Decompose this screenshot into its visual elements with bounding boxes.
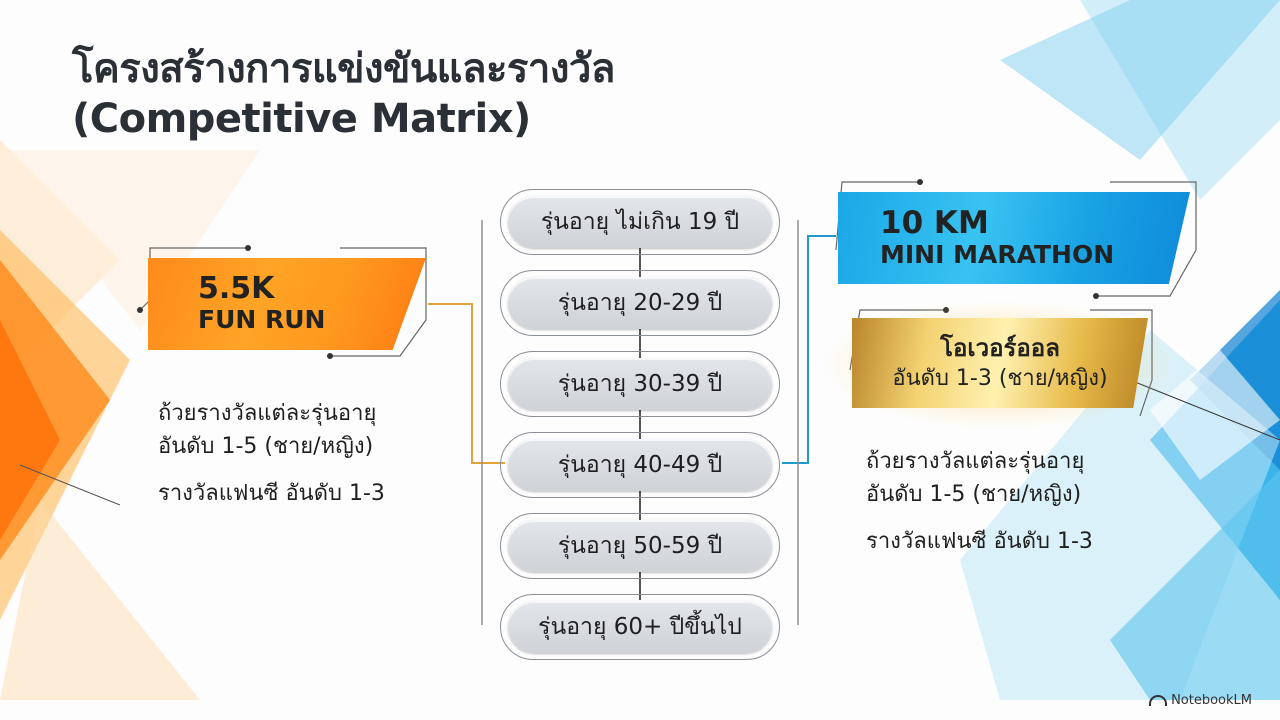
fun-run-prizes: ถ้วยรางวัลแต่ละรุ่นอายุ อันดับ 1-5 (ชาย/… — [158, 397, 385, 510]
title-thai: โครงสร้างการแข่งขันและรางวัล — [72, 46, 615, 92]
notebooklm-icon — [1149, 695, 1168, 706]
page-title: โครงสร้างการแข่งขันและรางวัล (Competitiv… — [72, 44, 615, 144]
pill-frame — [500, 432, 780, 498]
fun-run-label: FUN RUN — [198, 305, 326, 334]
notebooklm-watermark: NotebookLM — [1149, 693, 1252, 708]
prize-line: รางวัลแฟนซี อันดับ 1-3 — [158, 481, 385, 506]
title-english: (Competitive Matrix) — [72, 96, 531, 142]
fun-run-distance: 5.5K — [198, 271, 275, 306]
age-group-60-plus: รุ่นอายุ 60+ ปีขึ้นไป — [508, 601, 772, 653]
age-group-20-29: รุ่นอายุ 20-29 ปี — [508, 277, 772, 329]
pill-frame — [500, 270, 780, 336]
prize-line: อันดับ 1-5 (ชาย/หญิง) — [158, 434, 374, 459]
mini-marathon-label: MINI MARATHON — [880, 240, 1115, 269]
prize-line: ถ้วยรางวัลแต่ละรุ่นอายุ — [158, 401, 377, 426]
overall-badge: โอเวอร์ออล อันดับ 1-3 (ชาย/หญิง) — [852, 318, 1148, 408]
prize-line: อันดับ 1-5 (ชาย/หญิง) — [866, 482, 1082, 507]
mini-marathon-prizes: ถ้วยรางวัลแต่ละรุ่นอายุ อันดับ 1-5 (ชาย/… — [866, 445, 1093, 558]
pill-frame — [500, 513, 780, 579]
mini-marathon-distance: 10 KM — [880, 205, 989, 241]
fun-run-badge: 5.5K FUN RUN — [148, 258, 426, 350]
pill-frame — [500, 189, 780, 255]
age-group-50-59: รุ่นอายุ 50-59 ปี — [508, 520, 772, 572]
pill-frame — [500, 594, 780, 660]
age-group-40-49: รุ่นอายุ 40-49 ปี — [508, 439, 772, 491]
mini-marathon-badge: 10 KM MINI MARATHON — [838, 192, 1190, 284]
prize-line: รางวัลแฟนซี อันดับ 1-3 — [866, 529, 1093, 554]
age-group-30-39: รุ่นอายุ 30-39 ปี — [508, 358, 772, 410]
prize-line: ถ้วยรางวัลแต่ละรุ่นอายุ — [866, 449, 1085, 474]
overall-title: โอเวอร์ออล — [940, 334, 1060, 362]
age-group-under-19: รุ่นอายุ ไม่เกิน 19 ปี — [508, 196, 772, 248]
pill-frame — [500, 351, 780, 417]
watermark-label: NotebookLM — [1171, 693, 1252, 708]
overall-rank: อันดับ 1-3 (ชาย/หญิง) — [892, 366, 1108, 391]
